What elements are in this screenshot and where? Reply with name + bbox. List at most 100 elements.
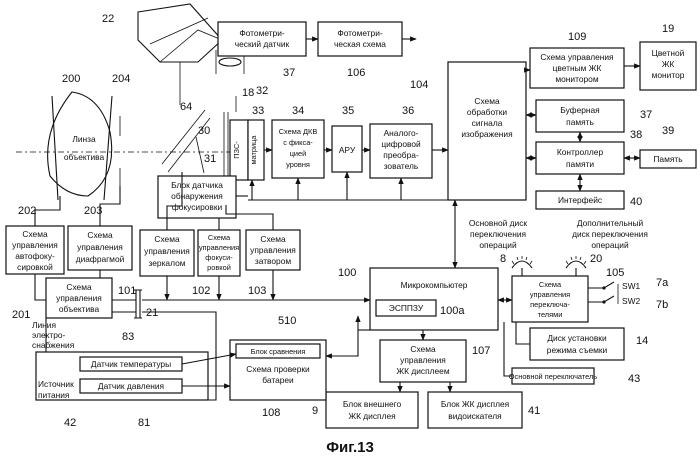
svg-text:Схема управления: Схема управления [540, 52, 613, 62]
svg-text:видоискателя: видоискателя [448, 411, 501, 421]
svg-text:81: 81 [138, 417, 150, 429]
svg-text:управления: управления [56, 293, 102, 303]
svg-text:управления: управления [530, 290, 570, 299]
svg-text:32: 32 [256, 85, 268, 97]
svg-text:35: 35 [342, 105, 354, 117]
shutter-control-box: Схема управления затвором [246, 230, 300, 270]
svg-text:42: 42 [64, 417, 76, 429]
buffer-memory-box: Буферная память [536, 100, 624, 132]
svg-text:памяти: памяти [566, 159, 594, 169]
svg-text:20: 20 [590, 253, 602, 265]
svg-text:ческий датчик: ческий датчик [235, 39, 290, 49]
svg-text:83: 83 [122, 331, 134, 343]
svg-text:104: 104 [410, 79, 428, 91]
focus-detect-box: Блок датчика обнаружения фокусировки [158, 176, 236, 218]
svg-text:Блок внешнего: Блок внешнего [343, 399, 402, 409]
svg-text:управления: управления [144, 246, 190, 256]
svg-text:Схема проверки: Схема проверки [246, 364, 310, 374]
svg-text:телями: телями [538, 310, 563, 319]
svg-text:ЖК: ЖК [662, 59, 675, 69]
sub-dial-icon [566, 256, 586, 268]
focus-control-box: Схема управления фокуси- ровкой [198, 230, 240, 276]
main-dial-label: Основной диск переключения операций [469, 218, 527, 250]
sub-dial-label: Дополнительный диск переключения операци… [572, 218, 648, 250]
svg-text:Схема: Схема [260, 234, 286, 244]
pressure-sensor-box: Датчик давления [80, 379, 182, 393]
svg-text:8: 8 [500, 253, 506, 265]
svg-text:режима съемки: режима съемки [547, 345, 608, 355]
svg-text:Микрокомпьютер: Микрокомпьютер [401, 280, 468, 290]
svg-text:Буферная: Буферная [560, 105, 599, 115]
photometric-circuit-box: Фотометри- ческая схема [318, 22, 402, 56]
svg-text:36: 36 [402, 105, 414, 117]
svg-text:цией: цией [290, 149, 307, 158]
svg-text:управления: управления [250, 245, 296, 255]
microcomputer-box: Микрокомпьютер [370, 268, 498, 330]
svg-text:100a: 100a [440, 305, 465, 317]
svg-text:операций: операций [479, 240, 517, 250]
svg-text:109: 109 [568, 31, 586, 43]
svg-text:14: 14 [636, 335, 648, 347]
svg-text:АРУ: АРУ [339, 145, 356, 155]
svg-text:108: 108 [262, 407, 280, 419]
mode-dial-box: Диск установки режима съемки [530, 328, 624, 360]
temp-sensor-box: Датчик температуры [80, 357, 182, 371]
svg-text:фокусировки: фокусировки [172, 202, 223, 212]
svg-text:37: 37 [283, 67, 295, 79]
svg-text:19: 19 [662, 23, 674, 35]
svg-text:Интерфейс: Интерфейс [558, 195, 602, 205]
svg-text:Датчик температуры: Датчик температуры [91, 359, 171, 369]
svg-text:Схема ДКВ: Схема ДКВ [279, 127, 318, 136]
svg-text:сировкой: сировкой [17, 262, 53, 272]
svg-text:ЖК дисплея: ЖК дисплея [348, 411, 395, 421]
memory-box: Память [640, 150, 696, 168]
memory-controller-box: Контроллер памяти [536, 142, 624, 174]
eeprom-box: ЭСППЗУ [376, 300, 436, 316]
svg-text:37: 37 [640, 109, 652, 121]
svg-text:106: 106 [347, 67, 365, 79]
mirror [162, 110, 210, 172]
lcd-control-box: Схема управления ЖК дисплеем [380, 340, 466, 382]
svg-text:управления: управления [12, 240, 58, 250]
svg-text:диск переключения: диск переключения [572, 229, 648, 239]
svg-text:монитором: монитором [555, 74, 598, 84]
main-switch-box: Основной переключатель [509, 368, 598, 384]
svg-text:управления: управления [400, 355, 446, 365]
svg-text:43: 43 [628, 373, 640, 385]
adc-box: Аналого- цифровой преобра- зователь [370, 124, 432, 178]
svg-text:510: 510 [278, 315, 296, 327]
svg-text:объектива: объектива [59, 304, 100, 314]
svg-text:зователь: зователь [384, 161, 419, 171]
svg-text:Фотометри-: Фотометри- [239, 28, 285, 38]
svg-text:Схема: Схема [22, 229, 48, 239]
objective-lens [48, 92, 112, 200]
svg-text:9: 9 [312, 405, 318, 417]
power-line-label: Линия электро- снабжения [32, 320, 74, 350]
svg-text:Фотометри-: Фотометри- [337, 28, 383, 38]
svg-text:ровкой: ровкой [207, 263, 231, 272]
svg-text:200: 200 [62, 73, 80, 85]
ccd-box: ПЗС- матрица [230, 120, 264, 180]
svg-text:Блок сравнения: Блок сравнения [251, 347, 306, 356]
svg-text:201: 201 [12, 309, 30, 321]
svg-text:управления: управления [199, 243, 239, 252]
svg-text:цветным ЖК: цветным ЖК [553, 63, 602, 73]
svg-text:Цветной: Цветной [652, 48, 685, 58]
svg-text:ПЗС-: ПЗС- [232, 141, 241, 159]
svg-text:40: 40 [630, 196, 642, 208]
image-processing-box: Схема обработки сигнала изображения [448, 62, 526, 200]
svg-text:ЖК дисплеем: ЖК дисплеем [396, 366, 449, 376]
svg-text:Схема: Схема [474, 96, 500, 106]
svg-text:память: память [566, 117, 594, 127]
svg-text:Датчик давления: Датчик давления [98, 381, 164, 391]
svg-text:преобра-: преобра- [383, 150, 419, 160]
lens-label-2: объектива [64, 152, 105, 162]
svg-text:переключения: переключения [470, 229, 526, 239]
svg-text:операций: операций [591, 240, 629, 250]
svg-text:Диск установки: Диск установки [547, 333, 607, 343]
svg-text:21: 21 [146, 307, 158, 319]
comparator-box: Блок сравнения [236, 344, 320, 358]
svg-text:107: 107 [472, 345, 490, 357]
agc-box: АРУ [332, 126, 362, 172]
svg-text:изображения: изображения [461, 129, 512, 139]
